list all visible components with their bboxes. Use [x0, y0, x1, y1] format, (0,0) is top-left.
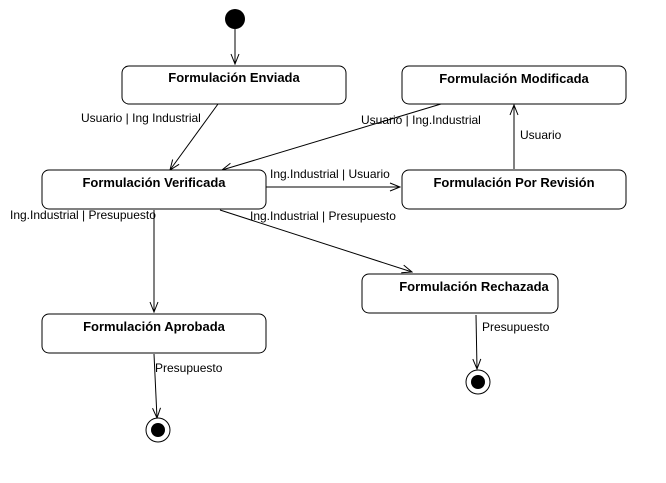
edge-label-verificada-to-rechazada: Ing.Industrial | Presupuesto	[250, 209, 396, 223]
state-enviada: Formulación Enviada	[121, 65, 347, 105]
state-aprobada: Formulación Aprobada	[41, 313, 267, 354]
state-rechazada: Formulación Rechazada	[361, 273, 559, 314]
state-verificada-label: Formulación Verificada	[82, 175, 226, 190]
edge-label-modificada-to-verificada: Usuario | Ing.Industrial	[361, 113, 481, 127]
state-verificada: Formulación Verificada	[41, 169, 267, 210]
edge-rechazada-to-final	[476, 314, 477, 369]
edge-label-verificada-to-revision: Ing.Industrial | Usuario	[270, 167, 390, 181]
state-enviada-label: Formulación Enviada	[168, 70, 300, 85]
state-revision: Formulación Por Revisión	[401, 169, 627, 210]
edge-label-rechazada-to-final: Presupuesto	[482, 320, 550, 334]
edge-modificada-to-verificada	[222, 103, 442, 170]
state-modificada: Formulación Modificada	[401, 65, 627, 105]
state-modificada-label: Formulación Modificada	[439, 71, 589, 86]
edge-verificada-to-rechazada	[219, 209, 412, 272]
state-revision-label: Formulación Por Revisión	[433, 175, 594, 190]
state-aprobada-label: Formulación Aprobada	[83, 319, 226, 334]
edge-aprobada-to-final	[154, 353, 157, 418]
edge-enviada-to-verificada	[170, 103, 219, 170]
state-rechazada-label: Formulación Rechazada	[399, 279, 549, 294]
edge-label-aprobada-to-final: Presupuesto	[155, 361, 223, 375]
edge-label-revision-to-modificada: Usuario	[520, 128, 562, 142]
initial-node	[225, 9, 245, 29]
final-node-aprobada	[145, 417, 171, 443]
edge-label-verificada-to-aprobada: Ing.Industrial | Presupuesto	[10, 208, 156, 222]
final-node-rechazada	[465, 369, 491, 395]
edge-label-enviada-to-verificada: Usuario | Ing Industrial	[81, 111, 201, 125]
